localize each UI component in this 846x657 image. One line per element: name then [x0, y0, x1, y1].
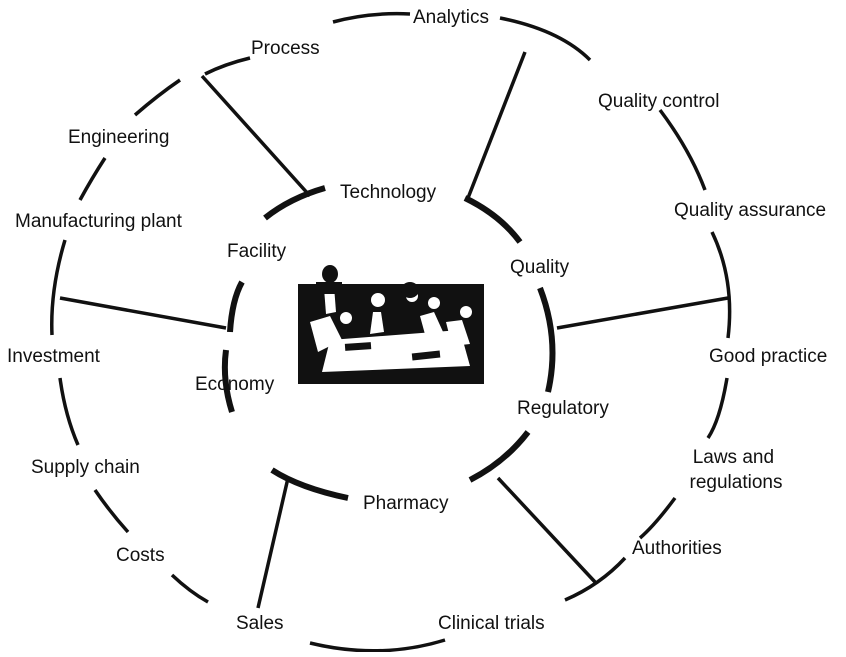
inner-arc: [221, 349, 235, 413]
outer-arc: [93, 489, 130, 534]
outer-arc: [710, 231, 732, 339]
meeting-table: [322, 330, 470, 372]
spoke-investment-economy: [59, 296, 227, 330]
inner-arc: [468, 430, 531, 483]
person-shirt: [370, 312, 384, 334]
label-good-practice: Good practice: [709, 346, 827, 367]
label-authorities: Authorities: [632, 538, 722, 559]
label-sales: Sales: [236, 613, 284, 634]
standing-person-head: [322, 265, 338, 283]
illustration-figures: [310, 272, 472, 372]
label-engineering: Engineering: [68, 127, 169, 148]
person-shirt: [446, 320, 470, 346]
outer-arc: [204, 56, 251, 76]
person-face: [340, 312, 352, 324]
label-costs: Costs: [116, 545, 165, 566]
label-clinical-trials: Clinical trials: [438, 613, 545, 634]
label-quality: Quality: [510, 257, 570, 278]
outer-arc: [170, 573, 209, 604]
person-face: [460, 306, 472, 318]
meeting-illustration: [298, 265, 484, 384]
person-face: [428, 297, 440, 309]
outer-arc: [133, 78, 181, 117]
label-manufacturing-plant: Manufacturing plant: [15, 211, 183, 232]
outer-arc: [638, 496, 677, 540]
spoke-analytics-technology: [466, 51, 527, 199]
label-laws-line-1: Laws and: [693, 447, 774, 468]
person-hair: [401, 282, 419, 298]
outer-labels: Analytics Process Quality control Engine…: [7, 7, 827, 634]
outer-arc: [50, 239, 67, 336]
person-shirt: [310, 316, 342, 352]
label-pharmacy: Pharmacy: [363, 493, 449, 514]
label-quality-control: Quality control: [598, 91, 719, 112]
standing-person-body: [316, 282, 342, 294]
label-analytics: Analytics: [413, 7, 489, 28]
label-supply-chain: Supply chain: [31, 457, 140, 478]
spoke-goodpractice-quality: [556, 296, 729, 330]
inner-ring: [221, 185, 556, 501]
outer-arc: [564, 556, 627, 602]
outer-arc: [78, 157, 107, 201]
outer-ring: [50, 11, 732, 653]
label-facility: Facility: [227, 241, 287, 262]
outer-arc: [706, 377, 729, 439]
person-shirt: [420, 312, 444, 338]
inner-arc: [227, 280, 245, 333]
label-process: Process: [251, 38, 320, 59]
label-laws-line-2: regulations: [690, 472, 783, 493]
outer-arc: [309, 638, 446, 653]
inner-arc: [270, 467, 349, 501]
spoke-process-technology: [200, 74, 312, 198]
outer-arc: [332, 11, 411, 24]
spokes: [59, 51, 729, 609]
person-face: [371, 293, 385, 307]
inner-arc: [537, 286, 556, 393]
spoke-clinicaltrials-regulatory: [496, 476, 597, 584]
label-regulatory: Regulatory: [517, 398, 609, 419]
outer-arc: [499, 16, 592, 62]
paper: [344, 342, 372, 351]
inner-labels: Technology Facility Quality Economy Regu…: [195, 182, 609, 514]
label-quality-assurance: Quality assurance: [674, 200, 826, 221]
label-economy: Economy: [195, 374, 275, 395]
label-laws-and-regulations: Laws and regulations: [690, 447, 783, 493]
inner-arc: [463, 195, 523, 244]
outer-arc: [58, 377, 80, 446]
outer-arc: [658, 108, 707, 191]
label-investment: Investment: [7, 346, 101, 367]
label-technology: Technology: [340, 182, 437, 203]
spoke-sales-economy: [256, 477, 290, 609]
inner-arc: [263, 185, 326, 221]
paper: [411, 350, 441, 361]
